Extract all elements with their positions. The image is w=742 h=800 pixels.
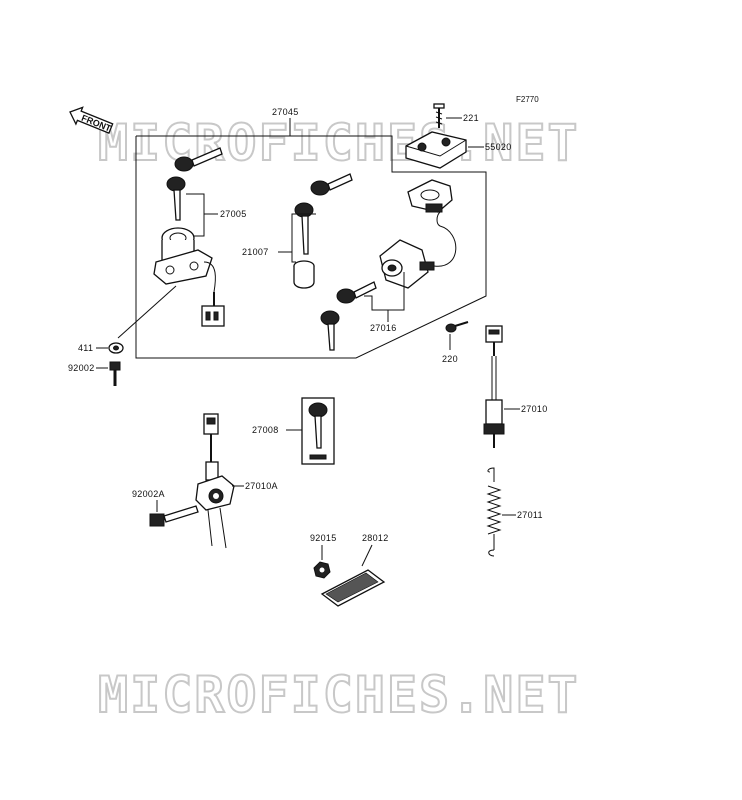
callout-221: 221 — [463, 113, 479, 123]
callout-27011: 27011 — [517, 510, 543, 520]
cover-55020-icon — [405, 131, 467, 169]
key-27016-b-icon — [320, 310, 340, 351]
callout-55020: 55020 — [485, 142, 512, 152]
connector-icon — [201, 292, 225, 327]
callout-27008: 27008 — [252, 425, 279, 435]
callout-27010A: 27010A — [245, 481, 278, 491]
callout-220: 220 — [442, 354, 458, 364]
bolt-92002-icon — [109, 361, 121, 386]
callout-92015: 92015 — [310, 533, 337, 543]
washer-411-icon — [108, 342, 124, 354]
callout-27045: 27045 — [272, 107, 299, 117]
callout-92002A: 92002A — [132, 489, 165, 499]
bolt-92002A-icon — [149, 505, 199, 527]
key-27005-a-icon — [174, 147, 223, 172]
callout-21007: 21007 — [242, 247, 269, 257]
key-21007-b-icon — [294, 202, 314, 255]
callout-27016: 27016 — [370, 323, 397, 333]
key-27016-a-icon — [336, 281, 377, 304]
screw-220-icon — [445, 321, 469, 333]
lock-cable — [433, 211, 457, 267]
lock-27016-icon — [379, 239, 435, 289]
callout-27005: 27005 — [220, 209, 247, 219]
emblem-28012-icon — [320, 569, 386, 607]
callout-411: 411 — [78, 343, 93, 353]
key-27005-b-icon — [166, 176, 186, 221]
key-blank-27008-icon — [301, 397, 335, 465]
spring-27011-icon — [486, 467, 502, 557]
assembly-outline — [135, 135, 487, 359]
watermark-bottom: MICROFICHES.NET — [98, 666, 580, 724]
bracket-icon — [407, 179, 453, 213]
switch-27010-icon — [483, 325, 505, 448]
callout-27010: 27010 — [521, 404, 548, 414]
nut-92015-icon — [313, 561, 331, 579]
callout-28012: 28012 — [362, 533, 389, 543]
callout-92002: 92002 — [68, 363, 95, 373]
ignition-switch-icon — [153, 227, 216, 293]
screw-221-icon — [433, 103, 445, 128]
key-21007-a-icon — [310, 173, 353, 196]
lock-cylinder-icon — [293, 260, 315, 289]
figure-code: F2770 — [516, 95, 539, 104]
switch-27010A-icon — [195, 413, 235, 549]
